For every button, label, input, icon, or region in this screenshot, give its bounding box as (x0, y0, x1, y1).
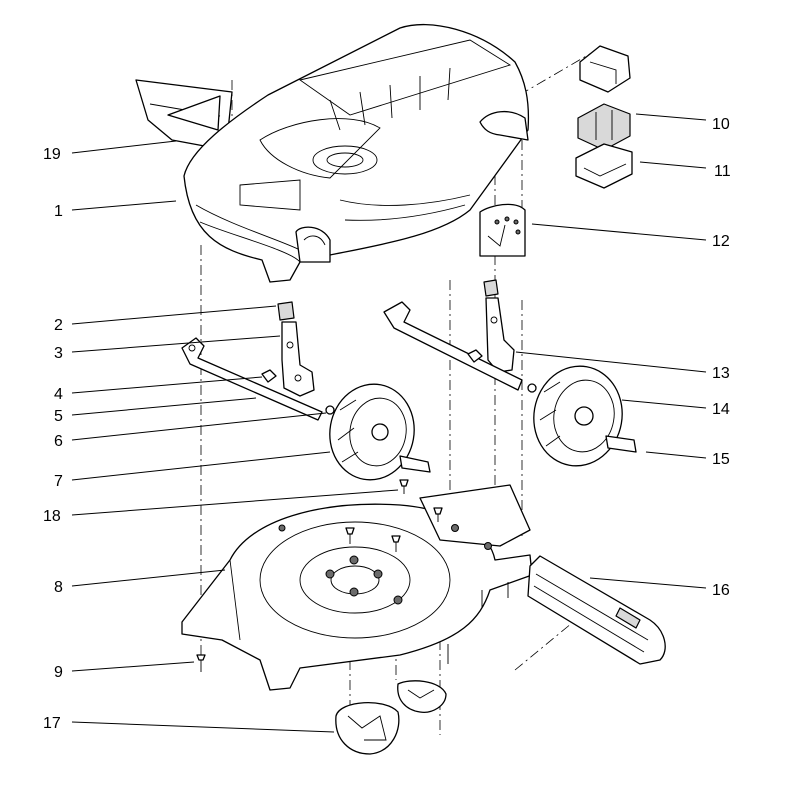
decal-part (135, 79, 233, 151)
callout-7: 7 (54, 473, 63, 490)
leader-13 (515, 351, 707, 373)
leader-2 (71, 305, 277, 325)
callout-18: 18 (43, 508, 61, 525)
leader-7 (71, 451, 331, 481)
screws-group (196, 479, 509, 672)
callout-17: 17 (43, 715, 61, 732)
leader-12 (531, 223, 707, 241)
wheel-cover-part (335, 680, 447, 755)
rear-axle-assembly (383, 279, 537, 393)
leader-lines (71, 113, 707, 733)
callout-labels: 19 1 2 3 4 5 6 7 18 8 9 17 10 11 12 13 1… (43, 116, 731, 732)
leader-16 (589, 577, 707, 589)
leader-17 (71, 721, 335, 733)
leader-9 (71, 661, 195, 672)
leader-4 (71, 376, 263, 394)
leader-5 (71, 397, 257, 416)
callout-2: 2 (54, 317, 63, 334)
rear-guard-part (479, 111, 529, 141)
leader-15 (645, 451, 707, 459)
leader-8 (71, 569, 226, 587)
callout-12: 12 (712, 233, 730, 250)
leader-18 (71, 489, 399, 516)
callout-1: 1 (54, 203, 63, 220)
callout-6: 6 (54, 433, 63, 450)
front-wheel-part (329, 383, 431, 481)
leader-14 (621, 399, 707, 409)
leader-6 (71, 412, 327, 441)
callout-14: 14 (712, 401, 730, 418)
callout-16: 16 (712, 582, 730, 599)
callout-3: 3 (54, 345, 63, 362)
height-adjust-plate-part (479, 203, 526, 257)
leader-1 (71, 200, 177, 211)
rear-flap-part (527, 555, 666, 665)
front-axle-assembly (181, 301, 335, 421)
switch-box-part (575, 45, 633, 189)
callout-15: 15 (712, 451, 730, 468)
callout-11: 11 (714, 163, 731, 180)
callout-8: 8 (54, 579, 63, 596)
callout-5: 5 (54, 408, 63, 425)
callout-9: 9 (54, 664, 63, 681)
leader-3 (71, 335, 281, 353)
callout-10: 10 (712, 116, 730, 133)
leader-11 (639, 161, 707, 169)
mower-deck-part (181, 484, 533, 691)
leader-10 (635, 113, 707, 121)
callout-4: 4 (54, 386, 63, 403)
rear-wheel-part (533, 365, 637, 467)
mower-housing-part (183, 23, 530, 283)
callout-13: 13 (712, 365, 730, 382)
callout-19: 19 (43, 146, 61, 163)
leader-19 (71, 140, 177, 154)
